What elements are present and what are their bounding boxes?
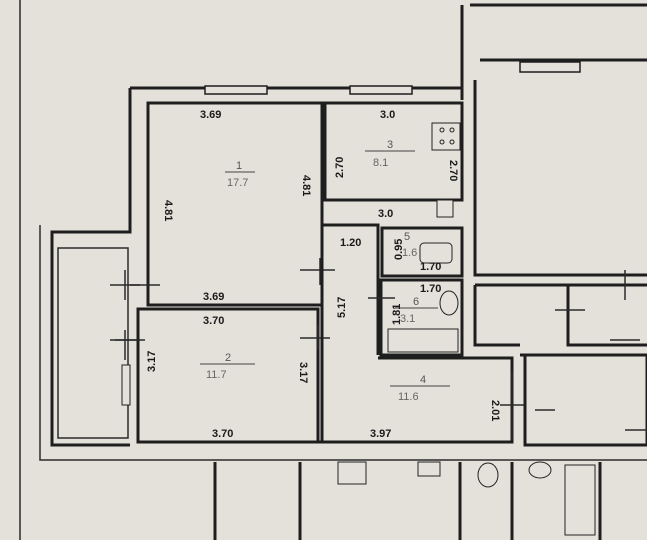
dim-top: 3.69 [200, 109, 221, 121]
dim-bottom: 3.0 [378, 208, 393, 220]
dim-right: 2.70 [447, 160, 459, 181]
dim-left: 3.17 [146, 351, 158, 372]
corridor: 1.20 5.17 [320, 200, 380, 442]
dim-width: 1.70 [420, 261, 441, 273]
balcony [57, 247, 140, 439]
dim-right: 2.01 [489, 400, 501, 421]
room-4-hall: 4 11.6 3.97 2.01 [138, 356, 525, 444]
dim-top: 3.0 [380, 109, 395, 121]
room-number: 6 [413, 296, 419, 308]
room-number: 2 [225, 352, 231, 364]
room-area: 11.6 [398, 391, 419, 403]
dim-height: 0.95 [393, 239, 405, 260]
room-number: 4 [420, 374, 426, 386]
room-3-kitchen: 3 8.1 3.0 2.70 2.70 3.0 [323, 101, 464, 220]
room-area: 17.7 [227, 177, 248, 189]
dim-right: 3.17 [297, 362, 309, 383]
dim-bottom: 3.97 [370, 428, 391, 440]
room-area: 8.1 [373, 157, 388, 169]
dim-bottom: 3.69 [203, 291, 224, 303]
neighbouring-units [213, 270, 647, 540]
dim-width: 1.70 [420, 283, 441, 295]
dim-left: 2.70 [334, 157, 346, 178]
dim-width: 1.20 [340, 237, 361, 249]
dim-height: 1.81 [391, 304, 403, 325]
dim-top: 3.70 [203, 315, 224, 327]
dim-length: 5.17 [336, 297, 348, 318]
dim-bottom: 3.70 [212, 428, 233, 440]
room-number: 3 [387, 139, 393, 151]
room-6-bathroom: 6 3.1 1.70 1.81 [368, 278, 464, 357]
room-area: 11.7 [206, 369, 227, 381]
room-number: 1 [236, 160, 242, 172]
building-walls [19, 0, 647, 540]
room-area: 3.1 [400, 313, 415, 325]
room-number: 5 [404, 231, 410, 243]
dim-left: 4.81 [162, 200, 174, 221]
room-5-wc: 5 1.6 0.95 1.70 [380, 226, 464, 278]
dim-right: 4.81 [300, 175, 312, 196]
room-area: 1.6 [402, 247, 417, 259]
